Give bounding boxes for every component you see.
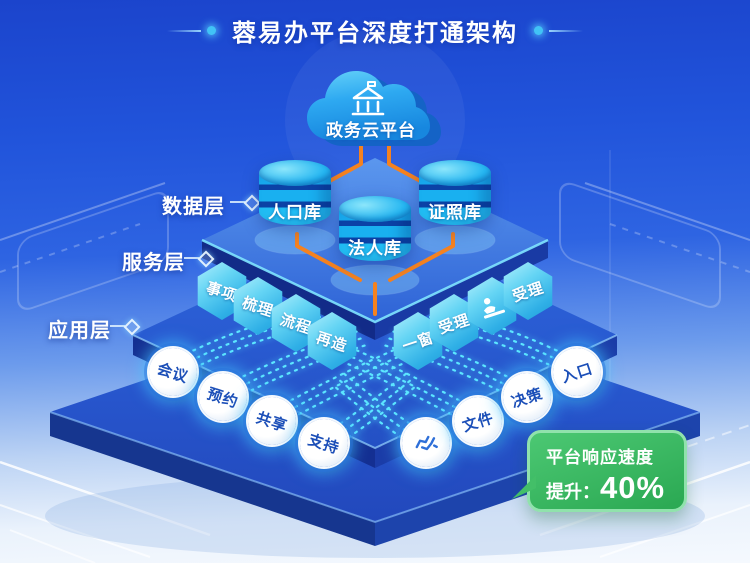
title-decoration-right xyxy=(534,26,583,35)
header: 蓉易办平台深度打通架构 xyxy=(0,13,750,48)
badge-value: 40% xyxy=(600,470,666,505)
layer-label-data: 数据层 xyxy=(162,196,225,218)
cloud-platform: 政务云平台 xyxy=(302,58,452,150)
database-population: 人口库 xyxy=(259,160,331,226)
diamond-arrow-icon xyxy=(184,250,215,268)
cloud-platform-label: 政务云平台 xyxy=(326,121,416,140)
diamond-arrow-icon xyxy=(110,318,141,336)
service-counter-icon xyxy=(483,297,506,319)
app-circle: 会议 xyxy=(149,348,197,396)
service-hexagon: 受理 xyxy=(501,262,555,320)
app-circle: 文件 xyxy=(454,397,502,445)
badge-line2-label: 提升： xyxy=(546,482,600,502)
app-circle: 入口 xyxy=(553,348,601,396)
app-circle: 共享 xyxy=(248,397,296,445)
app-circle: 预约 xyxy=(199,373,247,421)
page-title: 蓉易办平台深度打通架构 xyxy=(232,20,518,47)
kpi-badge: 平台响应速度 提升： 40% xyxy=(512,430,687,512)
layer-label-application: 应用层 xyxy=(48,320,111,342)
app-circle: 支持 xyxy=(300,419,348,467)
database-certificate: 证照库 xyxy=(419,160,491,226)
service-hexagon: 再造 xyxy=(305,312,359,370)
database-legal-person: 法人库 xyxy=(339,196,411,262)
layer-label-service: 服务层 xyxy=(122,252,185,274)
cloud-shape xyxy=(307,71,441,146)
government-building-icon xyxy=(351,81,385,116)
diamond-arrow-icon xyxy=(230,194,261,212)
app-circle: 决策 xyxy=(503,373,551,421)
handshake-icon xyxy=(415,435,438,451)
app-circle-icon xyxy=(402,419,450,467)
title-decoration-left xyxy=(167,26,216,35)
badge-line1: 平台响应速度 xyxy=(546,448,654,467)
